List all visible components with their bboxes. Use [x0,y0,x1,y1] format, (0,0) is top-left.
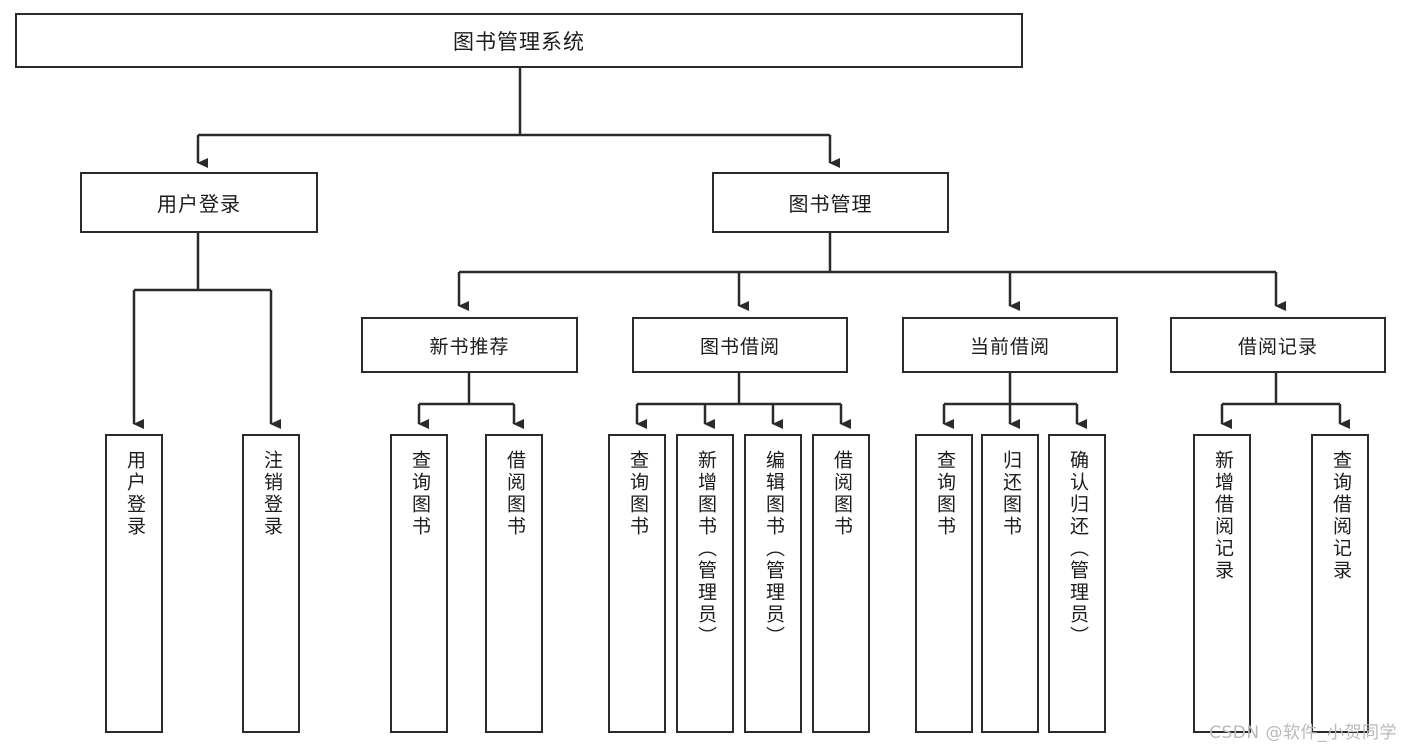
node-label: 借阅记录 [1237,335,1318,358]
node-root-system[interactable]: 图书管理系统 [15,13,1023,68]
node-label: 编辑图书（管理员） [762,450,785,648]
node-borrow-record[interactable]: 借阅记录 [1170,317,1386,373]
leaf-new-book-rec-1[interactable]: 借阅图书 [485,434,543,733]
node-label: 新书推荐 [429,335,510,358]
node-label: 查询图书 [933,450,956,538]
node-label: 图书管理系统 [453,29,585,54]
leaf-current-borrow-0[interactable]: 查询图书 [915,434,973,733]
node-label: 借阅图书 [503,450,526,538]
node-label: 查询图书 [408,450,431,538]
node-new-book-recommend[interactable]: 新书推荐 [361,317,578,373]
node-label: 当前借阅 [969,335,1050,358]
leaf-book-borrow-2[interactable]: 编辑图书（管理员） [744,434,802,733]
node-label: 确认归还（管理员） [1066,450,1089,648]
node-current-borrow[interactable]: 当前借阅 [902,317,1118,373]
node-label: 新增图书（管理员） [694,450,717,648]
leaf-current-borrow-1[interactable]: 归还图书 [981,434,1039,733]
csdn-watermark: CSDN @软件_小贺同学 [1209,723,1397,743]
node-label: 图书管理 [788,192,873,216]
node-label: 查询借阅记录 [1329,450,1352,582]
leaf-borrow-record-0[interactable]: 新增借阅记录 [1193,434,1251,733]
node-label: 用户登录 [123,450,146,538]
node-book-borrow[interactable]: 图书借阅 [632,317,848,373]
node-label: 查询图书 [626,450,649,538]
node-label: 归还图书 [999,450,1022,538]
node-label: 图书借阅 [699,335,780,358]
leaf-book-borrow-1[interactable]: 新增图书（管理员） [676,434,734,733]
leaf-user-login-0[interactable]: 用户登录 [105,434,163,733]
leaf-book-borrow-3[interactable]: 借阅图书 [812,434,870,733]
leaf-borrow-record-1[interactable]: 查询借阅记录 [1311,434,1369,733]
leaf-user-login-1[interactable]: 注销登录 [242,434,300,733]
node-label: 新增借阅记录 [1211,450,1234,582]
leaf-new-book-rec-0[interactable]: 查询图书 [390,434,448,733]
node-label: 借阅图书 [830,450,853,538]
node-label: 用户登录 [157,192,241,216]
leaf-current-borrow-2[interactable]: 确认归还（管理员） [1048,434,1106,733]
node-book-management[interactable]: 图书管理 [712,172,949,233]
leaf-book-borrow-0[interactable]: 查询图书 [608,434,666,733]
node-label: 注销登录 [260,450,283,538]
node-user-login[interactable]: 用户登录 [80,172,318,233]
